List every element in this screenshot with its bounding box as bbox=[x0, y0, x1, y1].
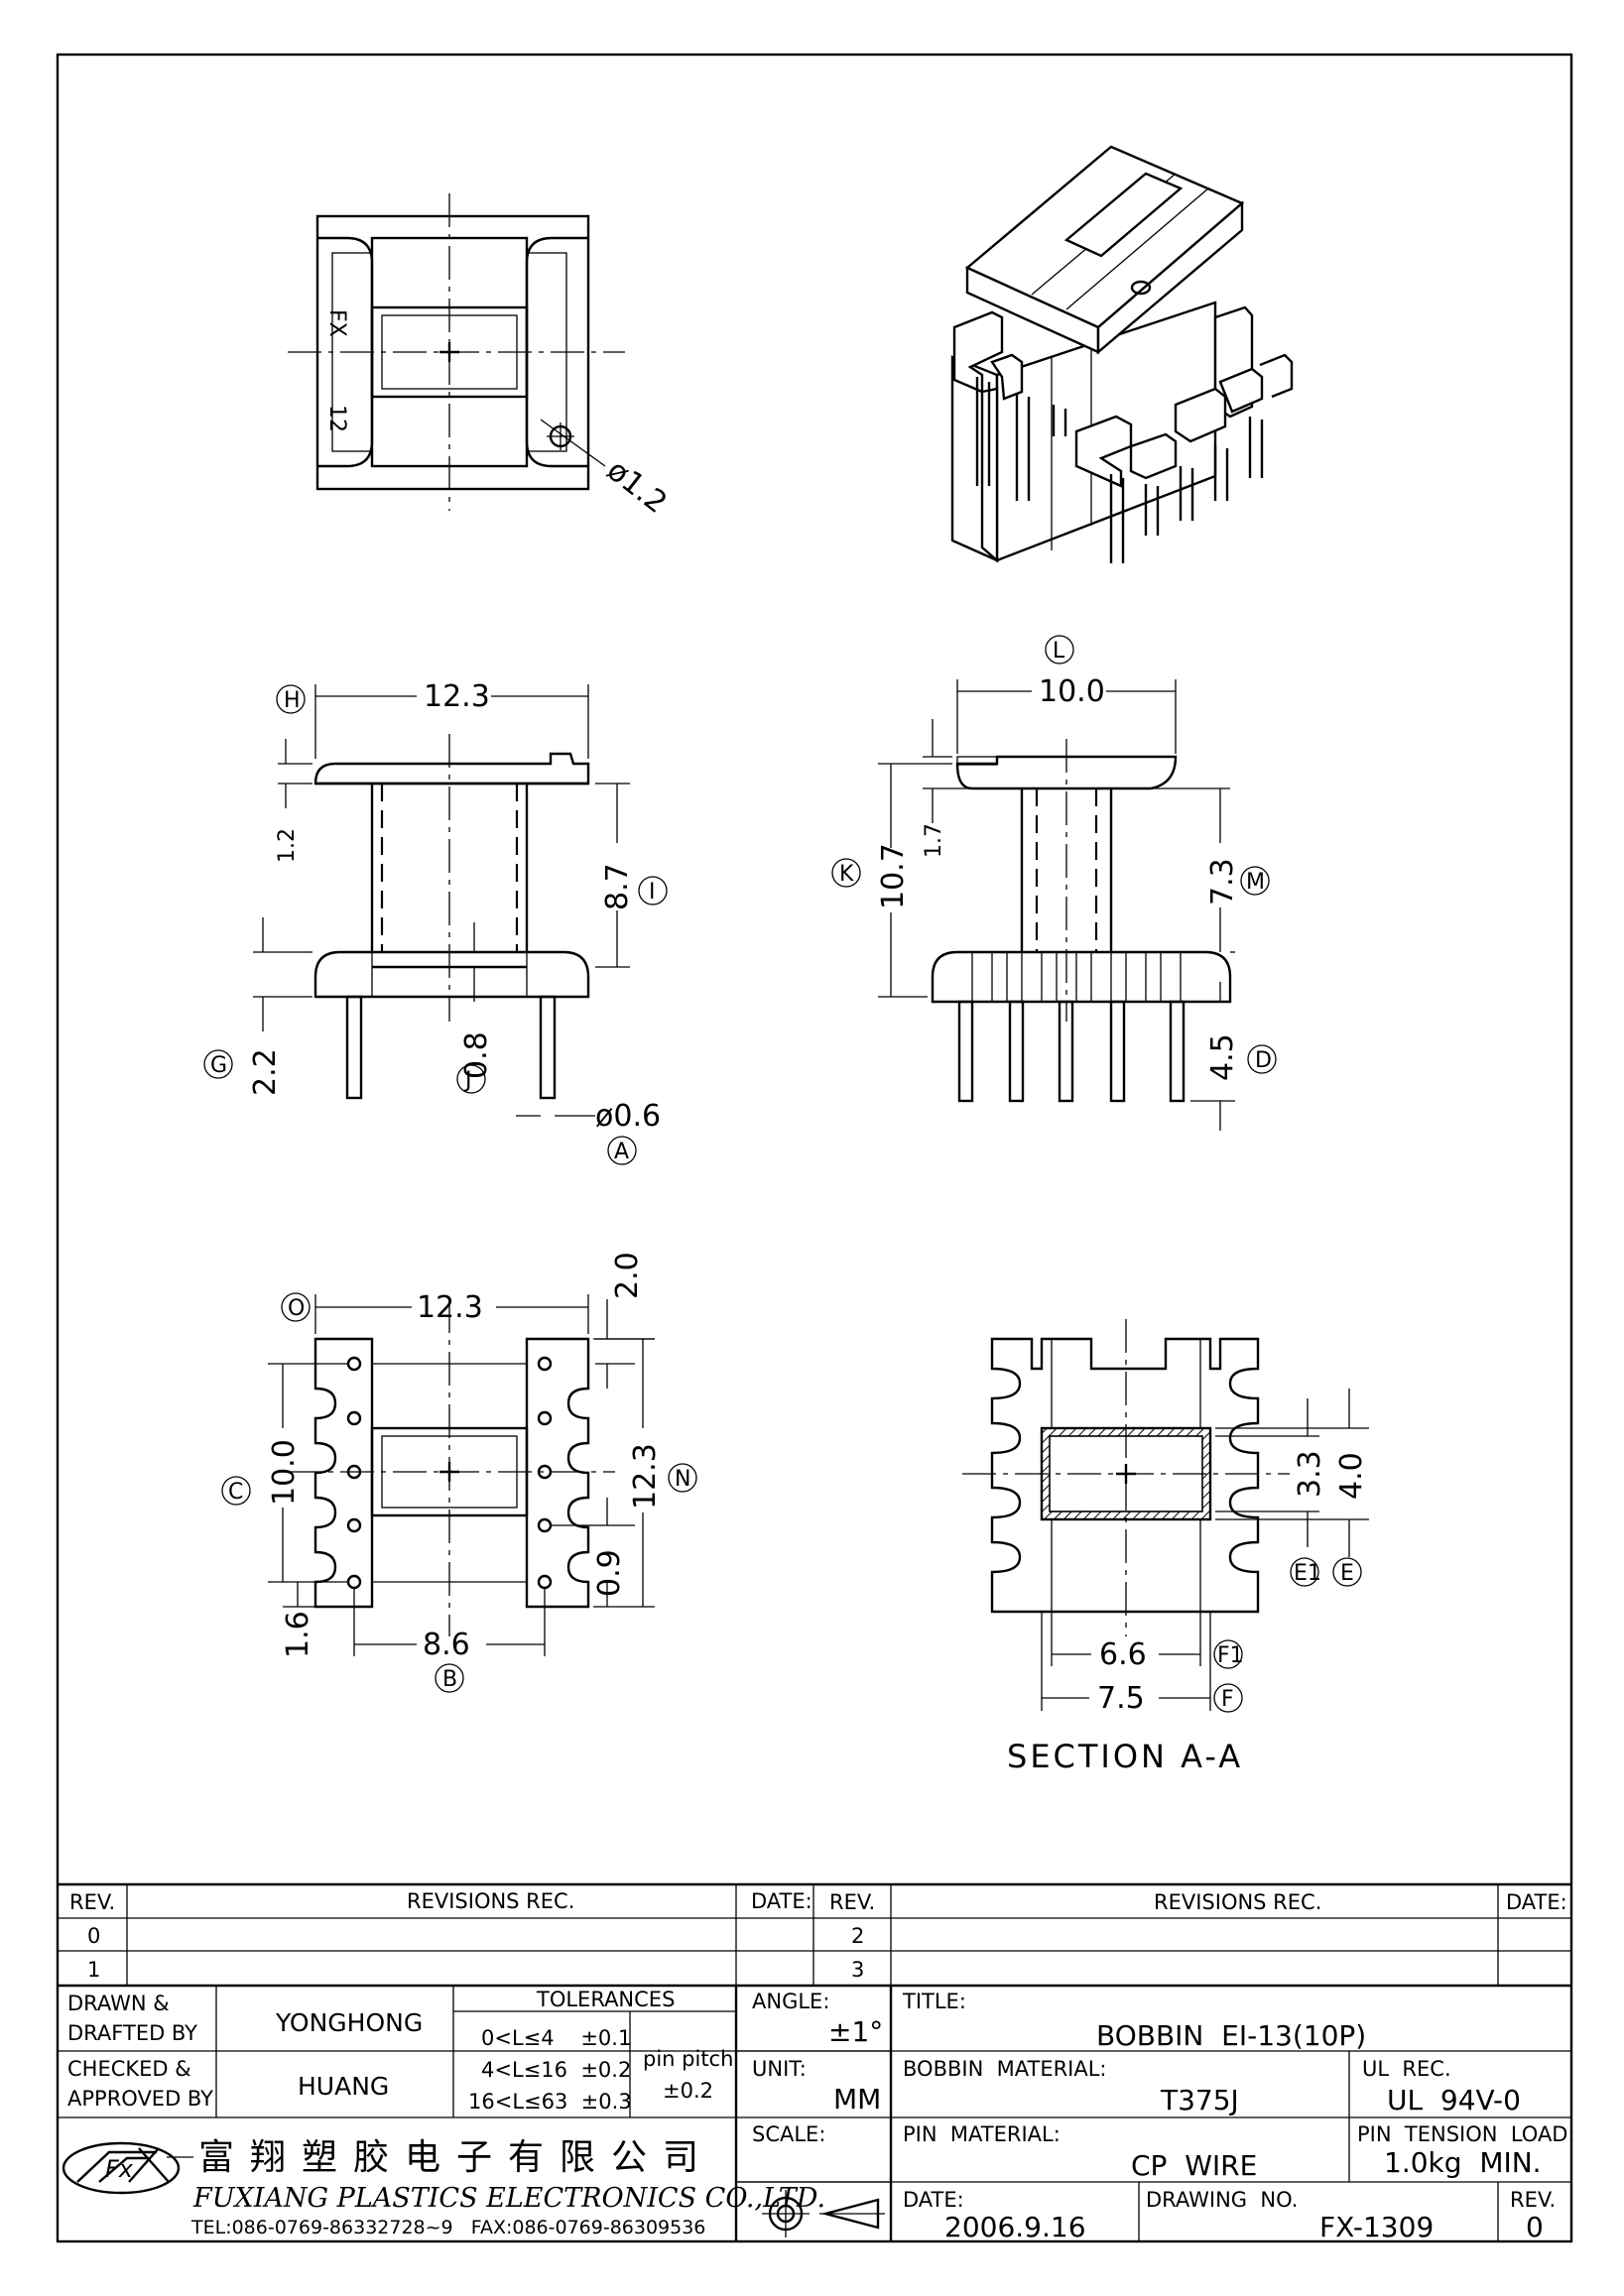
tag-a: A bbox=[614, 1140, 629, 1164]
projection-symbol bbox=[762, 2190, 885, 2237]
section-e-dim: 4.0 bbox=[1334, 1452, 1369, 1500]
revisions-header-right: REVISIONS REC. bbox=[1154, 1890, 1321, 1914]
tag-f: F bbox=[1221, 1687, 1234, 1712]
date-label: DATE: bbox=[903, 2188, 964, 2212]
ul-label: UL REC. bbox=[1362, 2057, 1451, 2081]
svg-text:Fx: Fx bbox=[105, 2155, 134, 2183]
rev-label: REV. bbox=[1510, 2188, 1556, 2212]
drawn-by: YONGHONG bbox=[275, 2008, 423, 2037]
front-view: 12.3 8.7 1.2 2.2 0.8 ø0.6 H I G J A bbox=[203, 679, 668, 1165]
side-flange-dim: 1.7 bbox=[922, 823, 946, 858]
tol-row-1: 0<L≤4 ±0.1 bbox=[481, 2026, 631, 2050]
bottom-p16-dim: 1.6 bbox=[281, 1611, 315, 1658]
tag-i: I bbox=[649, 880, 656, 905]
pin-pitch-label: pin pitch bbox=[643, 2047, 733, 2071]
drawing-no: FX-1309 bbox=[1319, 2211, 1434, 2243]
angle-label: ANGLE: bbox=[752, 1990, 829, 2013]
rev-row-3: 3 bbox=[851, 1958, 864, 1982]
tension-label: PIN TENSION LOAD: bbox=[1357, 2122, 1575, 2146]
date-value: 2006.9.16 bbox=[944, 2211, 1086, 2243]
tag-e: E bbox=[1340, 1561, 1354, 1586]
side-m-dim: 7.3 bbox=[1205, 858, 1240, 906]
revisions-header-left: REVISIONS REC. bbox=[407, 1889, 574, 1913]
bottom-n-dim: 12.3 bbox=[628, 1443, 663, 1510]
bobbin-material-label: BOBBIN MATERIAL: bbox=[903, 2057, 1107, 2081]
front-height-dim: 8.7 bbox=[600, 863, 635, 910]
unit-value: MM bbox=[833, 2083, 881, 2115]
tag-m: M bbox=[1246, 870, 1265, 895]
top-view: FX 12 ø1.2 bbox=[288, 193, 674, 521]
checked-by: HUANG bbox=[298, 2072, 389, 2101]
bottom-b-dim: 8.6 bbox=[423, 1628, 470, 1662]
tension-value: 1.0kg MIN. bbox=[1384, 2146, 1542, 2179]
title-label: TITLE: bbox=[902, 1990, 966, 2013]
section-f1-dim: 6.6 bbox=[1099, 1637, 1147, 1672]
tag-f1: F1 bbox=[1217, 1643, 1244, 1668]
company-name-cn: 富翔塑胶电子有限公司 bbox=[198, 2137, 714, 2178]
bobbin-material: T375J bbox=[1160, 2084, 1239, 2116]
date-header-right: DATE: bbox=[1506, 1890, 1567, 1914]
tag-d: D bbox=[1255, 1048, 1272, 1073]
side-k-dim: 10.7 bbox=[876, 843, 911, 909]
drawing-no-label: DRAWING NO. bbox=[1146, 2188, 1298, 2212]
company-name-en: FUXIANG PLASTICS ELECTRONICS CO.,LTD. bbox=[192, 2183, 825, 2214]
tag-l: L bbox=[1053, 639, 1065, 664]
isometric-view bbox=[950, 145, 1294, 563]
pin-pitch: ±0.2 bbox=[663, 2079, 713, 2103]
unit-label: UNIT: bbox=[752, 2057, 807, 2081]
company-logo: Fx bbox=[62, 2141, 181, 2195]
rev-header-left: REV. bbox=[69, 1890, 115, 1914]
bottom-top2-dim: 2.0 bbox=[610, 1252, 645, 1299]
drawn-by-label: DRAWN &DRAFTED BY bbox=[67, 1992, 197, 2045]
bottom-p9-dim: 0.9 bbox=[592, 1549, 627, 1597]
side-view: 10.0 L 10.7 K 1.7 7.3 M 4.5 D bbox=[831, 635, 1277, 1131]
tag-g: G bbox=[210, 1053, 227, 1078]
tag-o: O bbox=[288, 1296, 305, 1321]
pin-material-label: PIN MATERIAL: bbox=[903, 2122, 1061, 2146]
section-title: SECTION A-A bbox=[1007, 1738, 1243, 1775]
section-e1-dim: 3.3 bbox=[1293, 1450, 1327, 1498]
tol-row-3: 16<L≤63 ±0.3 bbox=[468, 2090, 632, 2114]
tag-j: J bbox=[463, 1068, 472, 1093]
tag-n: N bbox=[675, 1467, 690, 1492]
pin-material: CP WIRE bbox=[1131, 2149, 1257, 2182]
company-contact: TEL:086-0769-86332728~9 FAX:086-0769-863… bbox=[190, 2217, 705, 2238]
top-mark-num: 12 bbox=[324, 405, 349, 432]
tag-c: C bbox=[228, 1480, 243, 1505]
front-j-dim: 0.8 bbox=[459, 1031, 494, 1079]
tag-h: H bbox=[284, 688, 301, 713]
side-d-dim: 4.5 bbox=[1205, 1033, 1240, 1081]
tag-e1: E1 bbox=[1294, 1561, 1321, 1586]
checked-by-label: CHECKED &APPROVED BY bbox=[67, 2057, 213, 2111]
front-width-dim: 12.3 bbox=[424, 679, 490, 714]
title-block: REV. REVISIONS REC. DATE: REV. REVISIONS… bbox=[58, 1882, 1575, 2243]
angle-value: ±1° bbox=[828, 2015, 883, 2048]
rev-row-0: 0 bbox=[87, 1924, 100, 1948]
bottom-c-dim: 10.0 bbox=[267, 1439, 302, 1506]
ul-value: UL 94V-0 bbox=[1387, 2084, 1521, 2116]
rev-row-2: 2 bbox=[851, 1924, 864, 1948]
section-f-dim: 7.5 bbox=[1097, 1681, 1145, 1716]
front-g-dim: 2.2 bbox=[248, 1048, 283, 1096]
tol-row-2: 4<L≤16 ±0.2 bbox=[481, 2058, 631, 2082]
sheet-border bbox=[56, 53, 1573, 2243]
front-flange-dim: 1.2 bbox=[275, 828, 300, 863]
bottom-o-dim: 12.3 bbox=[417, 1290, 483, 1325]
rev-row-1: 1 bbox=[87, 1958, 100, 1982]
top-mark-fx: FX bbox=[324, 309, 349, 337]
drawing-title: BOBBIN EI-13(10P) bbox=[1096, 2019, 1366, 2052]
bottom-view: 12.3 O 2.0 10.0 C 12.3 N 0.9 1.6 8.6 bbox=[221, 1252, 697, 1693]
tolerances-label: TOLERANCES bbox=[536, 1988, 675, 2011]
side-width-dim: 10.0 bbox=[1039, 674, 1105, 709]
top-hole-dim: ø1.2 bbox=[600, 453, 674, 521]
scale-label: SCALE: bbox=[752, 2122, 825, 2146]
tag-b: B bbox=[442, 1667, 457, 1692]
tag-k: K bbox=[839, 862, 854, 887]
rev-header-right: REV. bbox=[829, 1890, 875, 1914]
rev-value: 0 bbox=[1526, 2211, 1544, 2243]
section-view: 3.3 4.0 E1 E 6.6 F1 7.5 F SECTION A-A bbox=[962, 1319, 1369, 1775]
date-header-left: DATE: bbox=[751, 1889, 812, 1913]
front-a-dim: ø0.6 bbox=[595, 1099, 661, 1134]
